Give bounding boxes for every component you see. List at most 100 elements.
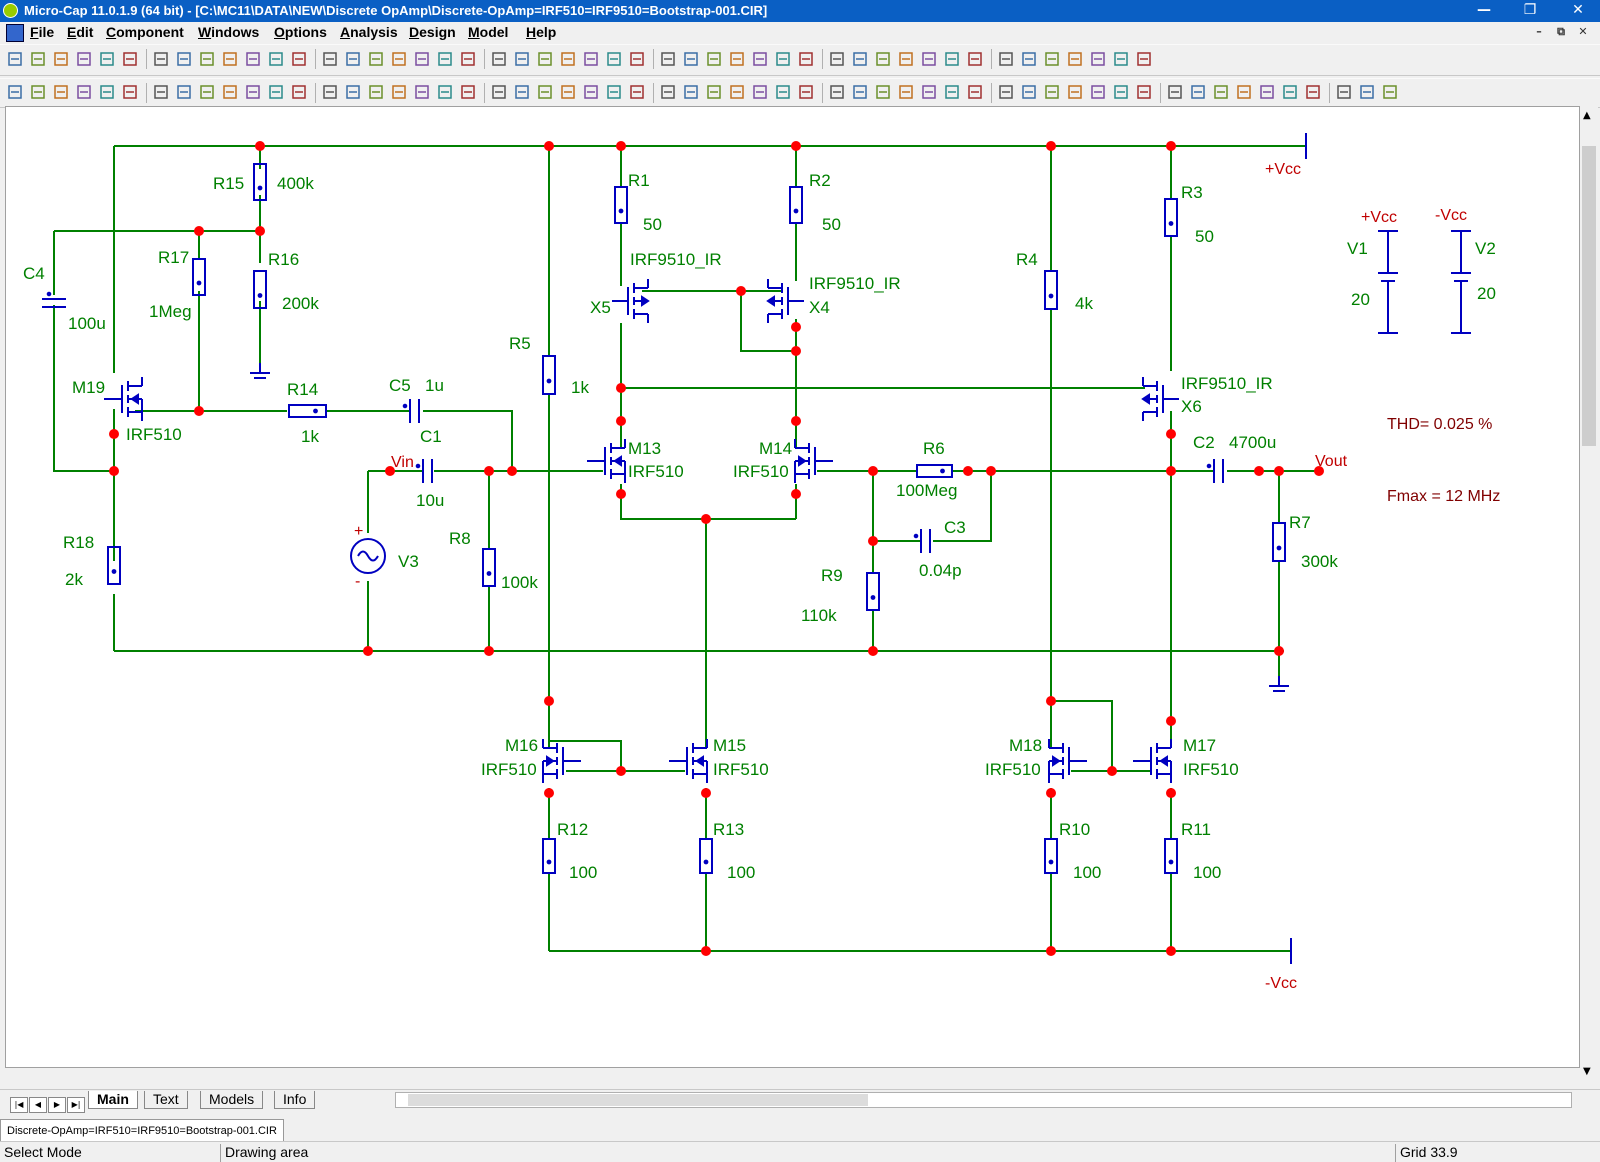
menu-options[interactable]: Options [274, 24, 327, 40]
junction-node[interactable] [109, 466, 119, 476]
toolbar-tool-icon[interactable] [851, 83, 869, 101]
junction-node[interactable] [363, 646, 373, 656]
mosfet-x4[interactable] [766, 279, 804, 323]
toolbar-tool-icon[interactable] [605, 50, 623, 68]
toolbar-tool-icon[interactable] [390, 50, 408, 68]
junction-node[interactable] [255, 226, 265, 236]
junction-node[interactable] [1166, 716, 1176, 726]
toolbar-tool-icon[interactable] [198, 50, 216, 68]
toolbar-tool-icon[interactable] [198, 83, 216, 101]
toolbar-tool-icon[interactable] [490, 83, 508, 101]
mosfet-m16[interactable] [542, 739, 581, 783]
scroll-thumb[interactable] [1582, 146, 1596, 446]
toolbar-tool-icon[interactable] [874, 83, 892, 101]
toolbar-tool-icon[interactable] [751, 50, 769, 68]
junction-node[interactable] [701, 514, 711, 524]
tab-text[interactable]: Text [144, 1091, 188, 1109]
toolbar-tool-icon[interactable] [536, 83, 554, 101]
resistor-r14[interactable] [288, 404, 327, 418]
toolbar-tool-icon[interactable] [367, 50, 385, 68]
toolbar-tool-icon[interactable] [1020, 50, 1038, 68]
mdi-minimize-button[interactable]: – [1536, 25, 1542, 38]
junction-node[interactable] [507, 466, 517, 476]
app-icon[interactable] [3, 3, 18, 18]
resistor-r10[interactable] [1044, 838, 1058, 874]
horizontal-scrollbar[interactable] [395, 1092, 1572, 1108]
junction-node[interactable] [1166, 466, 1176, 476]
junction-node[interactable] [544, 788, 554, 798]
toolbar-tool-icon[interactable] [559, 50, 577, 68]
toolbar-tool-icon[interactable] [851, 50, 869, 68]
toolbar-tool-icon[interactable] [1281, 83, 1299, 101]
scroll-up-arrow-icon[interactable]: ▲ [1583, 110, 1591, 121]
mosfet-m15[interactable] [669, 739, 708, 783]
toolbar-tool-icon[interactable] [1043, 50, 1061, 68]
toolbar-tool-icon[interactable] [774, 83, 792, 101]
tab-models[interactable]: Models [200, 1091, 264, 1109]
toolbar-tool-icon[interactable] [1358, 83, 1376, 101]
toolbar-tool-icon[interactable] [797, 83, 815, 101]
junction-node[interactable] [194, 226, 204, 236]
toolbar-tool-icon[interactable] [705, 50, 723, 68]
toolbar-tool-icon[interactable] [943, 83, 961, 101]
toolbar-tool-icon[interactable] [920, 50, 938, 68]
file-tab[interactable]: Discrete-OpAmp=IRF510=IRF9510=Bootstrap-… [0, 1119, 284, 1143]
toolbar-tool-icon[interactable] [997, 83, 1015, 101]
mosfet-m13[interactable] [587, 439, 626, 483]
toolbar-tool-icon[interactable] [1304, 83, 1322, 101]
toolbar-tool-icon[interactable] [774, 50, 792, 68]
toolbar-tool-icon[interactable] [290, 50, 308, 68]
toolbar-tool-icon[interactable] [244, 50, 262, 68]
junction-node[interactable] [868, 466, 878, 476]
junction-node[interactable] [1274, 646, 1284, 656]
junction-node[interactable] [255, 141, 265, 151]
maximize-button[interactable]: ❐ [1523, 2, 1537, 18]
toolbar-tool-icon[interactable] [29, 50, 47, 68]
toolbar-tool-icon[interactable] [436, 83, 454, 101]
resistor-r6[interactable] [916, 464, 953, 478]
junction-node[interactable] [616, 766, 626, 776]
toolbar-tool-icon[interactable] [175, 83, 193, 101]
toolbar-tool-icon[interactable] [221, 50, 239, 68]
toolbar-tool-icon[interactable] [1235, 83, 1253, 101]
toolbar-tool-icon[interactable] [75, 50, 93, 68]
junction-node[interactable] [791, 489, 801, 499]
capacitor-c1[interactable] [415, 459, 433, 483]
toolbar-tool-icon[interactable] [344, 83, 362, 101]
tab-nav-button[interactable]: ◀ [29, 1097, 47, 1113]
toolbar-tool-icon[interactable] [1089, 83, 1107, 101]
toolbar-tool-icon[interactable] [152, 83, 170, 101]
toolbar-tool-icon[interactable] [459, 83, 477, 101]
toolbar-tool-icon[interactable] [536, 50, 554, 68]
capacitor-c5[interactable] [402, 399, 420, 423]
mosfet-x5[interactable] [612, 279, 650, 323]
resistor-r3[interactable] [1164, 198, 1178, 237]
resistor-r17[interactable] [192, 258, 206, 296]
toolbar-tool-icon[interactable] [513, 50, 531, 68]
junction-node[interactable] [1046, 696, 1056, 706]
toolbar-tool-icon[interactable] [1335, 83, 1353, 101]
toolbar-tool-icon[interactable] [1112, 83, 1130, 101]
minimize-button[interactable]: — [1477, 2, 1491, 18]
vertical-scrollbar[interactable]: ▲ ▼ [1580, 106, 1598, 1089]
toolbar-tool-icon[interactable] [152, 50, 170, 68]
junction-node[interactable] [1274, 466, 1284, 476]
capacitor-c2[interactable] [1206, 459, 1224, 483]
toolbar-tool-icon[interactable] [943, 50, 961, 68]
toolbar-tool-icon[interactable] [436, 50, 454, 68]
toolbar-tool-icon[interactable] [52, 83, 70, 101]
mosfet-m17[interactable] [1133, 739, 1172, 783]
menu-edit[interactable]: Edit [67, 24, 94, 40]
toolbar-tool-icon[interactable] [1043, 83, 1061, 101]
toolbar-tool-icon[interactable] [751, 83, 769, 101]
resistor-r5[interactable] [542, 355, 556, 395]
junction-node[interactable] [791, 346, 801, 356]
toolbar-tool-icon[interactable] [897, 83, 915, 101]
toolbar-tool-icon[interactable] [1112, 50, 1130, 68]
close-button[interactable]: ✕ [1572, 2, 1584, 18]
junction-node[interactable] [1166, 946, 1176, 956]
toolbar-tool-icon[interactable] [52, 50, 70, 68]
junction-node[interactable] [1046, 141, 1056, 151]
toolbar-tool-icon[interactable] [582, 83, 600, 101]
menu-windows[interactable]: Windows [198, 24, 260, 40]
